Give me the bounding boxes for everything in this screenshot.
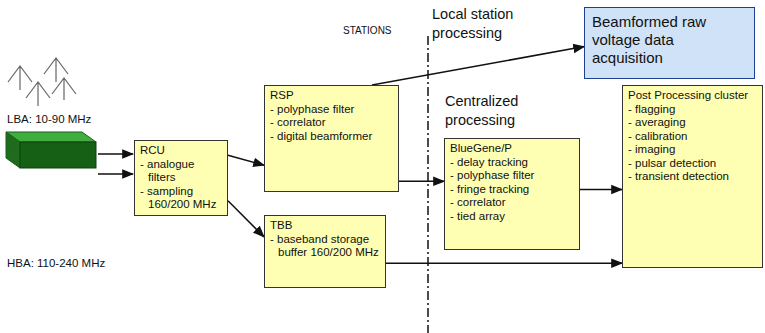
tbb-box: TBB- baseband storage buffer 160/200 MHz bbox=[264, 215, 386, 288]
box-heading: Post Processing cluster bbox=[628, 89, 757, 103]
rcu-box: RCU- analogue filters- sampling 160/200 … bbox=[134, 140, 228, 216]
box-item: - calibration bbox=[628, 130, 757, 144]
box-item: - correlator bbox=[270, 116, 393, 130]
data-flow-arrow bbox=[386, 262, 622, 264]
box-item: - delay tracking bbox=[450, 156, 574, 170]
data-flow-arrow bbox=[580, 189, 622, 191]
box-item: - polyphase filter bbox=[270, 103, 393, 117]
data-flow-arrow bbox=[228, 155, 264, 165]
hba-tile bbox=[6, 132, 96, 168]
band-label: HBA: 110-240 MHz bbox=[7, 256, 105, 271]
box-item: - pulsar detection bbox=[628, 157, 757, 171]
signal-arrow bbox=[98, 173, 133, 175]
lba-antennas bbox=[8, 58, 76, 106]
box-heading: RCU bbox=[140, 144, 222, 158]
post-processing-box: Post Processing cluster- flagging- avera… bbox=[622, 85, 763, 268]
divider-line bbox=[427, 36, 429, 333]
box-item: - fringe tracking bbox=[450, 183, 574, 197]
section-label: Local station processing bbox=[432, 5, 567, 43]
box-item: - averaging bbox=[628, 116, 757, 130]
box-item: - digital beamformer bbox=[270, 130, 393, 144]
box-item: - imaging bbox=[628, 143, 757, 157]
box-item: - transient detection bbox=[628, 170, 757, 184]
bluegene-box: BlueGene/P- delay tracking- polyphase fi… bbox=[444, 138, 580, 250]
box-heading: RSP bbox=[270, 89, 393, 103]
box-heading: BlueGene/P bbox=[450, 142, 574, 156]
box-heading: TBB bbox=[270, 219, 380, 233]
acquisition-box: Beamformed raw voltage data acquisition bbox=[584, 7, 755, 79]
data-flow-arrow bbox=[399, 181, 444, 183]
rsp-box: RSP- polyphase filter- correlator- digit… bbox=[264, 85, 399, 192]
box-item: - correlator bbox=[450, 196, 574, 210]
data-flow-arrow bbox=[228, 201, 264, 237]
box-item: - baseband storage buffer 160/200 MHz bbox=[270, 233, 380, 260]
box-item: - flagging bbox=[628, 103, 757, 117]
box-item: - tied array bbox=[450, 210, 574, 224]
box-heading: Beamformed raw voltage data acquisition bbox=[592, 13, 747, 67]
box-item: - sampling 160/200 MHz bbox=[140, 185, 222, 212]
section-label: Centralized processing bbox=[445, 92, 565, 130]
section-label: STATIONS bbox=[343, 24, 392, 37]
band-label: LBA: 10-90 MHz bbox=[7, 112, 91, 127]
box-item: - polyphase filter bbox=[450, 169, 574, 183]
box-item: - analogue filters bbox=[140, 158, 222, 185]
data-flow-arrow bbox=[372, 47, 584, 85]
signal-arrow bbox=[98, 153, 133, 155]
